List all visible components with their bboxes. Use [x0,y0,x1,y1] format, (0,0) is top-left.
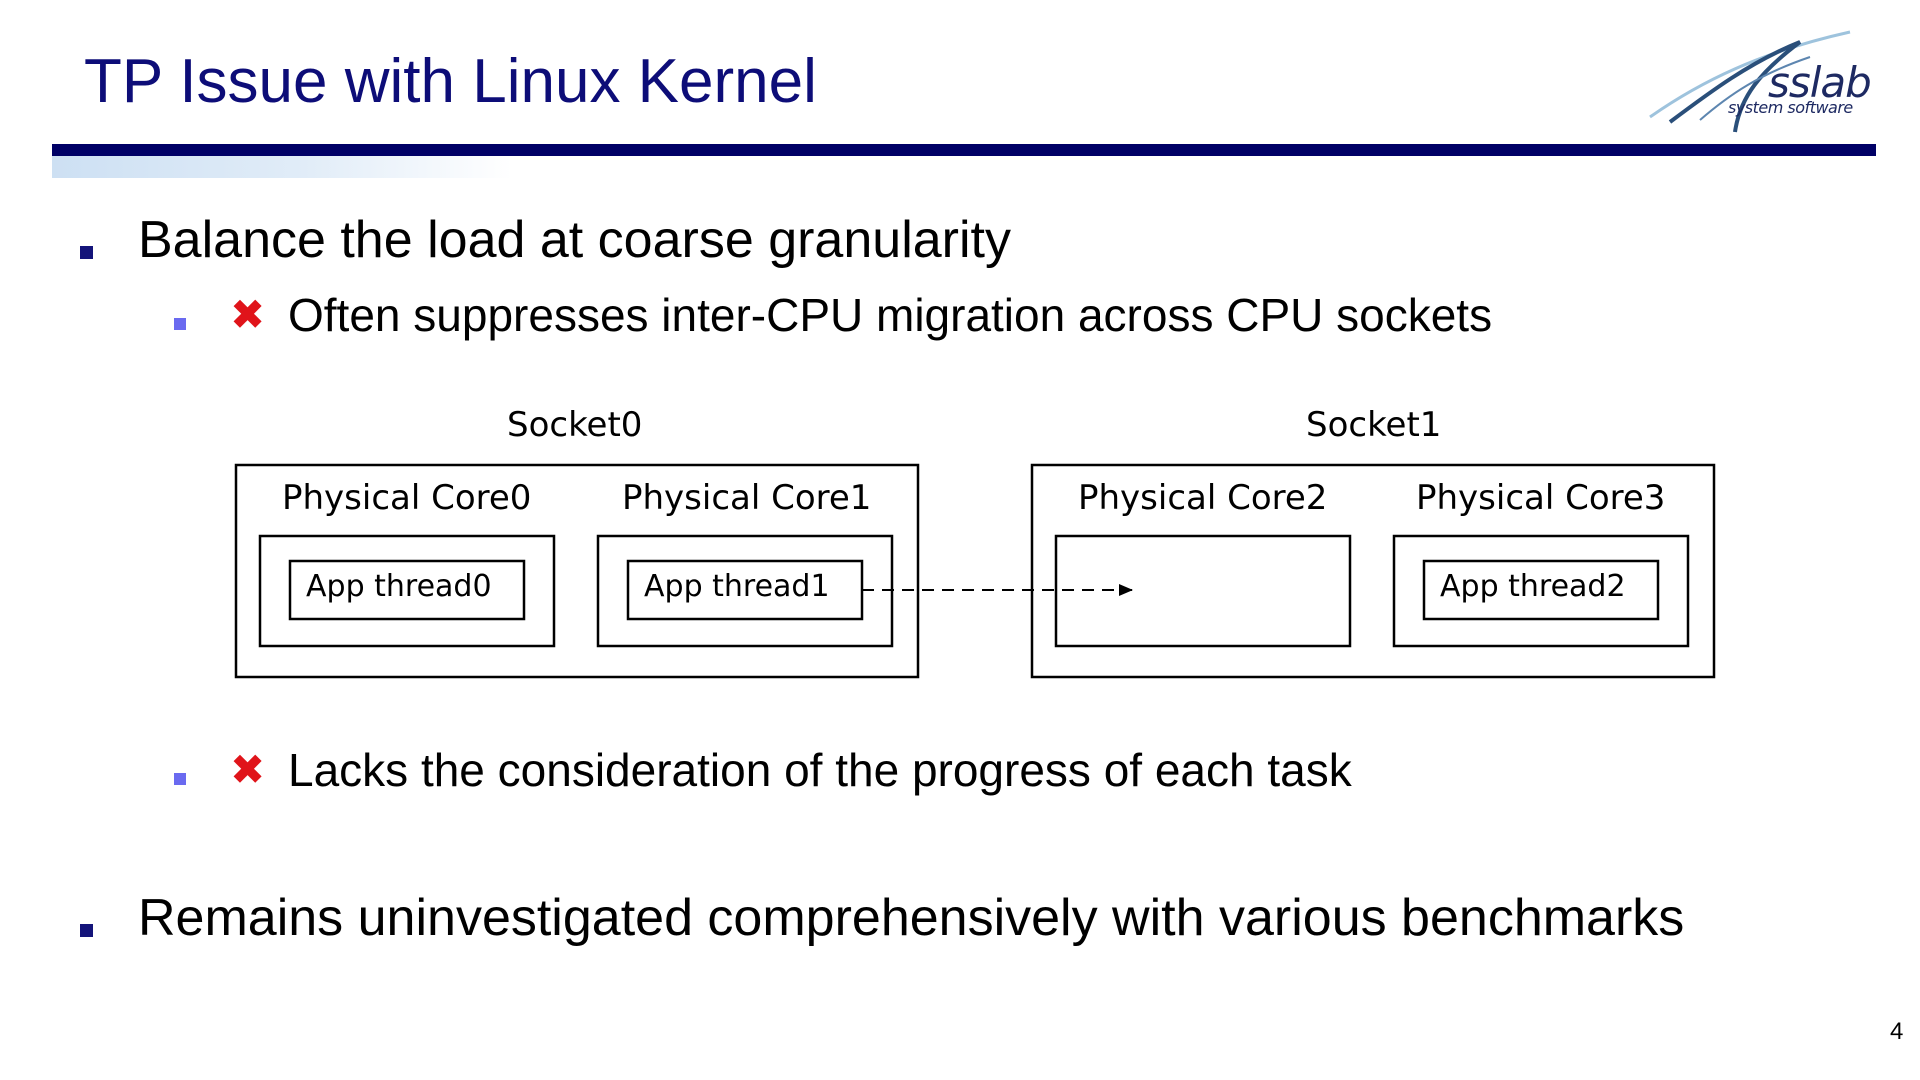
sub-bullet-square-icon [174,318,186,330]
x-mark-icon: ✖ [230,745,266,794]
bullet-text: Balance the load at coarse granularity [138,211,1011,269]
page-number: 4 [1890,1018,1904,1045]
bullet-text: Remains uninvestigated comprehensively w… [138,889,1685,947]
sub-bullet-text: Lacks the consideration of the progress … [288,744,1352,796]
logo-brand: sslab [1768,58,1872,107]
thread0-label: App thread0 [306,569,492,604]
core2-box [1054,534,1352,648]
thread2-box [1422,559,1660,621]
sub-bullet-suppresses-migration: ✖ Often suppresses inter-CPU migration a… [174,288,1874,344]
slide-title: TP Issue with Linux Kernel [84,47,817,116]
logo-subtitle: system software [1728,98,1853,117]
socket0-label: Socket0 [507,405,643,445]
bullet-remains-uninvestigated: Remains uninvestigated comprehensively w… [80,888,1900,952]
thread0-box [288,559,526,621]
sslab-swoosh-icon [1649,30,1851,133]
bullet-square-icon [80,924,93,937]
sub-bullet-text: Often suppresses inter-CPU migration acr… [288,289,1493,341]
core2-label: Physical Core2 [1078,478,1328,518]
core0-box [258,534,556,648]
title-underline [52,144,1876,156]
x-mark-icon: ✖ [230,290,266,339]
title-underline-fade [52,156,512,178]
sslab-logo: sslab system software [1640,22,1890,142]
socket1-box [1030,463,1716,679]
bullet-square-icon [80,246,93,259]
socket1-label: Socket1 [1306,405,1442,445]
thread1-label: App thread1 [644,569,830,604]
socket-migration-diagram: Socket0 Socket1 Physical Core0 Physical … [230,405,1730,695]
core3-label: Physical Core3 [1416,478,1666,518]
sub-bullet-lacks-progress: ✖ Lacks the consideration of the progres… [174,743,1874,799]
core0-label: Physical Core0 [282,478,532,518]
sub-bullet-square-icon [174,773,186,785]
core1-label: Physical Core1 [622,478,872,518]
socket0-box [234,463,920,679]
bullet-balance-load: Balance the load at coarse granularity [80,210,1880,274]
thread2-label: App thread2 [1440,569,1626,604]
core3-box [1392,534,1690,648]
diagram-boxes [234,463,1716,679]
